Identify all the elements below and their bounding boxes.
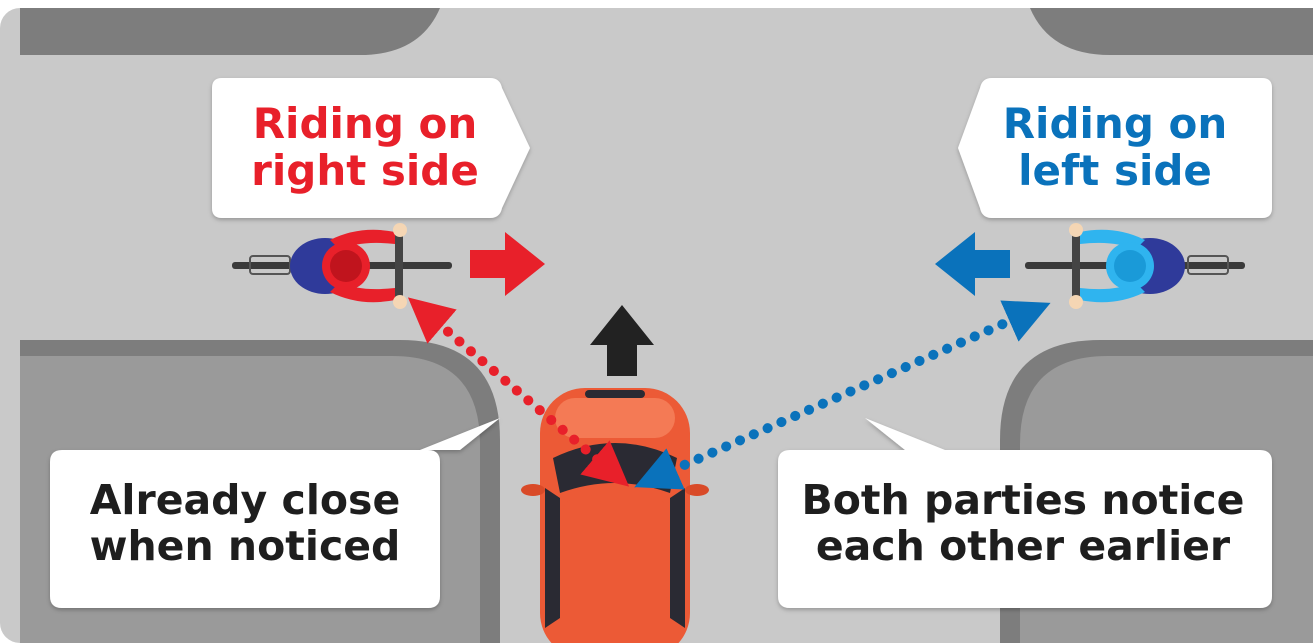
- callout-box-riding-left: [958, 78, 1272, 218]
- label-riding-left-side: Riding on left side: [965, 100, 1265, 194]
- label-line: each other earlier: [815, 521, 1231, 570]
- dotted-sightline-red: [407, 297, 630, 487]
- callout-box-riding-right: [212, 78, 530, 218]
- sidewalk-top-right: [1030, 8, 1313, 55]
- label-both-parties-notice: Both parties notice each other earlier: [773, 476, 1273, 570]
- arrow-left-icon: [935, 232, 1010, 296]
- callout-box-already-close: [50, 418, 500, 608]
- arrow-right-icon: [470, 232, 545, 296]
- bicycle-rider-red: [232, 223, 452, 309]
- label-line: Already close: [89, 476, 401, 524]
- label-line: Riding on: [252, 99, 478, 148]
- label-line: left side: [1018, 146, 1212, 196]
- label-line: when noticed: [89, 521, 401, 570]
- label-already-close: Already close when noticed: [45, 476, 445, 570]
- callout-box-both-notice: [778, 418, 1272, 608]
- car-top-view: [521, 388, 709, 643]
- label-line: Both parties notice: [801, 476, 1245, 524]
- label-riding-right-side: Riding on right side: [215, 100, 515, 194]
- label-line: right side: [251, 146, 479, 196]
- sidewalk-top-left: [20, 8, 440, 55]
- bicycle-rider-blue: [1025, 223, 1245, 309]
- label-line: Riding on: [1002, 99, 1228, 148]
